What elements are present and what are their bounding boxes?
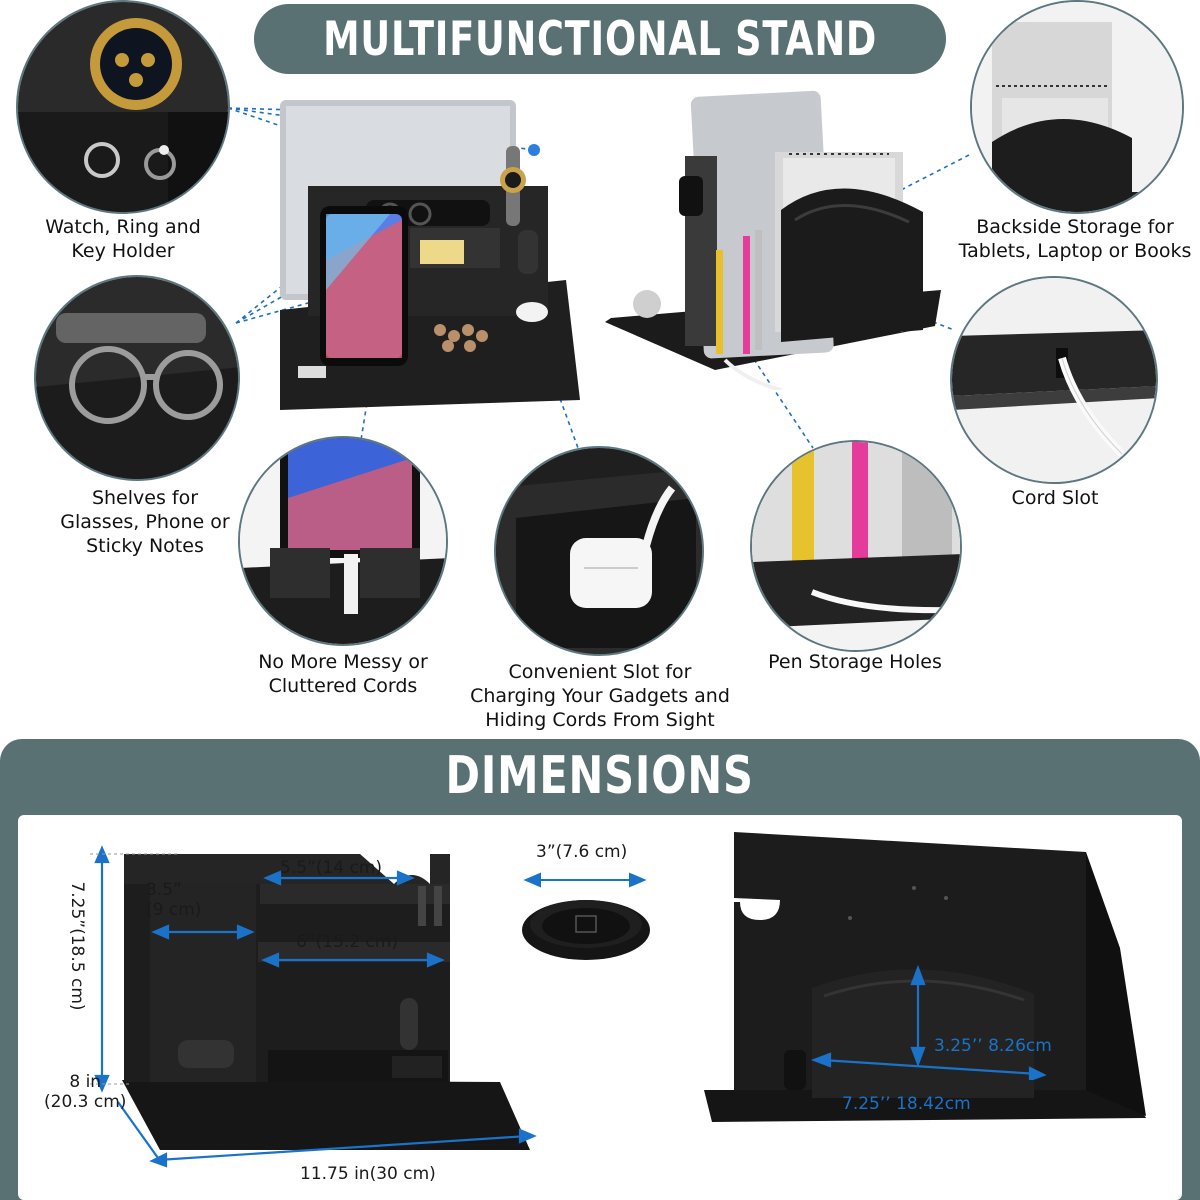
valet-dish-image — [522, 872, 650, 960]
backside-storage-label: Backside Storage for Tablets, Laptop or … — [958, 216, 1192, 262]
pen-holes-photo — [750, 440, 962, 652]
backside-storage-photo — [970, 0, 1184, 214]
header-banner: MULTIFUNCTIONAL STAND — [254, 4, 946, 74]
top-shelf-width-label: 5.5”(14 cm) — [280, 858, 383, 878]
cord-slot-label: Cord Slot — [1011, 487, 1099, 509]
organizer-back-dimension-image — [704, 832, 1146, 1122]
page-title: MULTIFUNCTIONAL STAND — [323, 11, 878, 67]
back-dimension-arrows — [810, 964, 1047, 1080]
dish-diameter-label: 3”(7.6 cm) — [536, 842, 628, 862]
phone-width-label: 3.5” (9 cm) — [146, 880, 202, 920]
back-width-label: 7.25’’ 18.42cm — [842, 1094, 971, 1114]
middle-shelf-width-label: 6”(15.2 cm) — [296, 932, 399, 952]
pen-holes-label: Pen Storage Holes — [768, 651, 942, 673]
height-dimension-label: 7.25”(18.5 cm) — [67, 881, 87, 1011]
back-height-label: 3.25’’ 8.26cm — [934, 1036, 1052, 1056]
organizer-front-image — [280, 100, 580, 410]
shelves-label: Shelves for Glasses, Phone or Sticky Not… — [60, 487, 230, 557]
glasses-shelf-photo — [34, 275, 240, 481]
messy-cords-label: No More Messy or Cluttered Cords — [258, 651, 428, 697]
depth-dimension-label: 8 in (20.3 cm) — [44, 1072, 127, 1112]
dimensions-title-bar: DIMENSIONS — [0, 744, 1200, 808]
messy-cords-photo — [238, 436, 448, 646]
dimensions-title: DIMENSIONS — [445, 746, 755, 806]
organizer-back-image — [605, 90, 941, 390]
width-dimension-label: 11.75 in(30 cm) — [300, 1164, 436, 1184]
front-dimension-arrows — [90, 845, 537, 1168]
charging-slot-label: Convenient Slot for Charging Your Gadget… — [470, 661, 730, 731]
watch-holder-photo — [16, 0, 230, 214]
watch-holder-label: Watch, Ring and Key Holder — [45, 216, 201, 262]
charging-slot-photo — [494, 446, 704, 656]
cord-slot-photo — [950, 276, 1158, 484]
